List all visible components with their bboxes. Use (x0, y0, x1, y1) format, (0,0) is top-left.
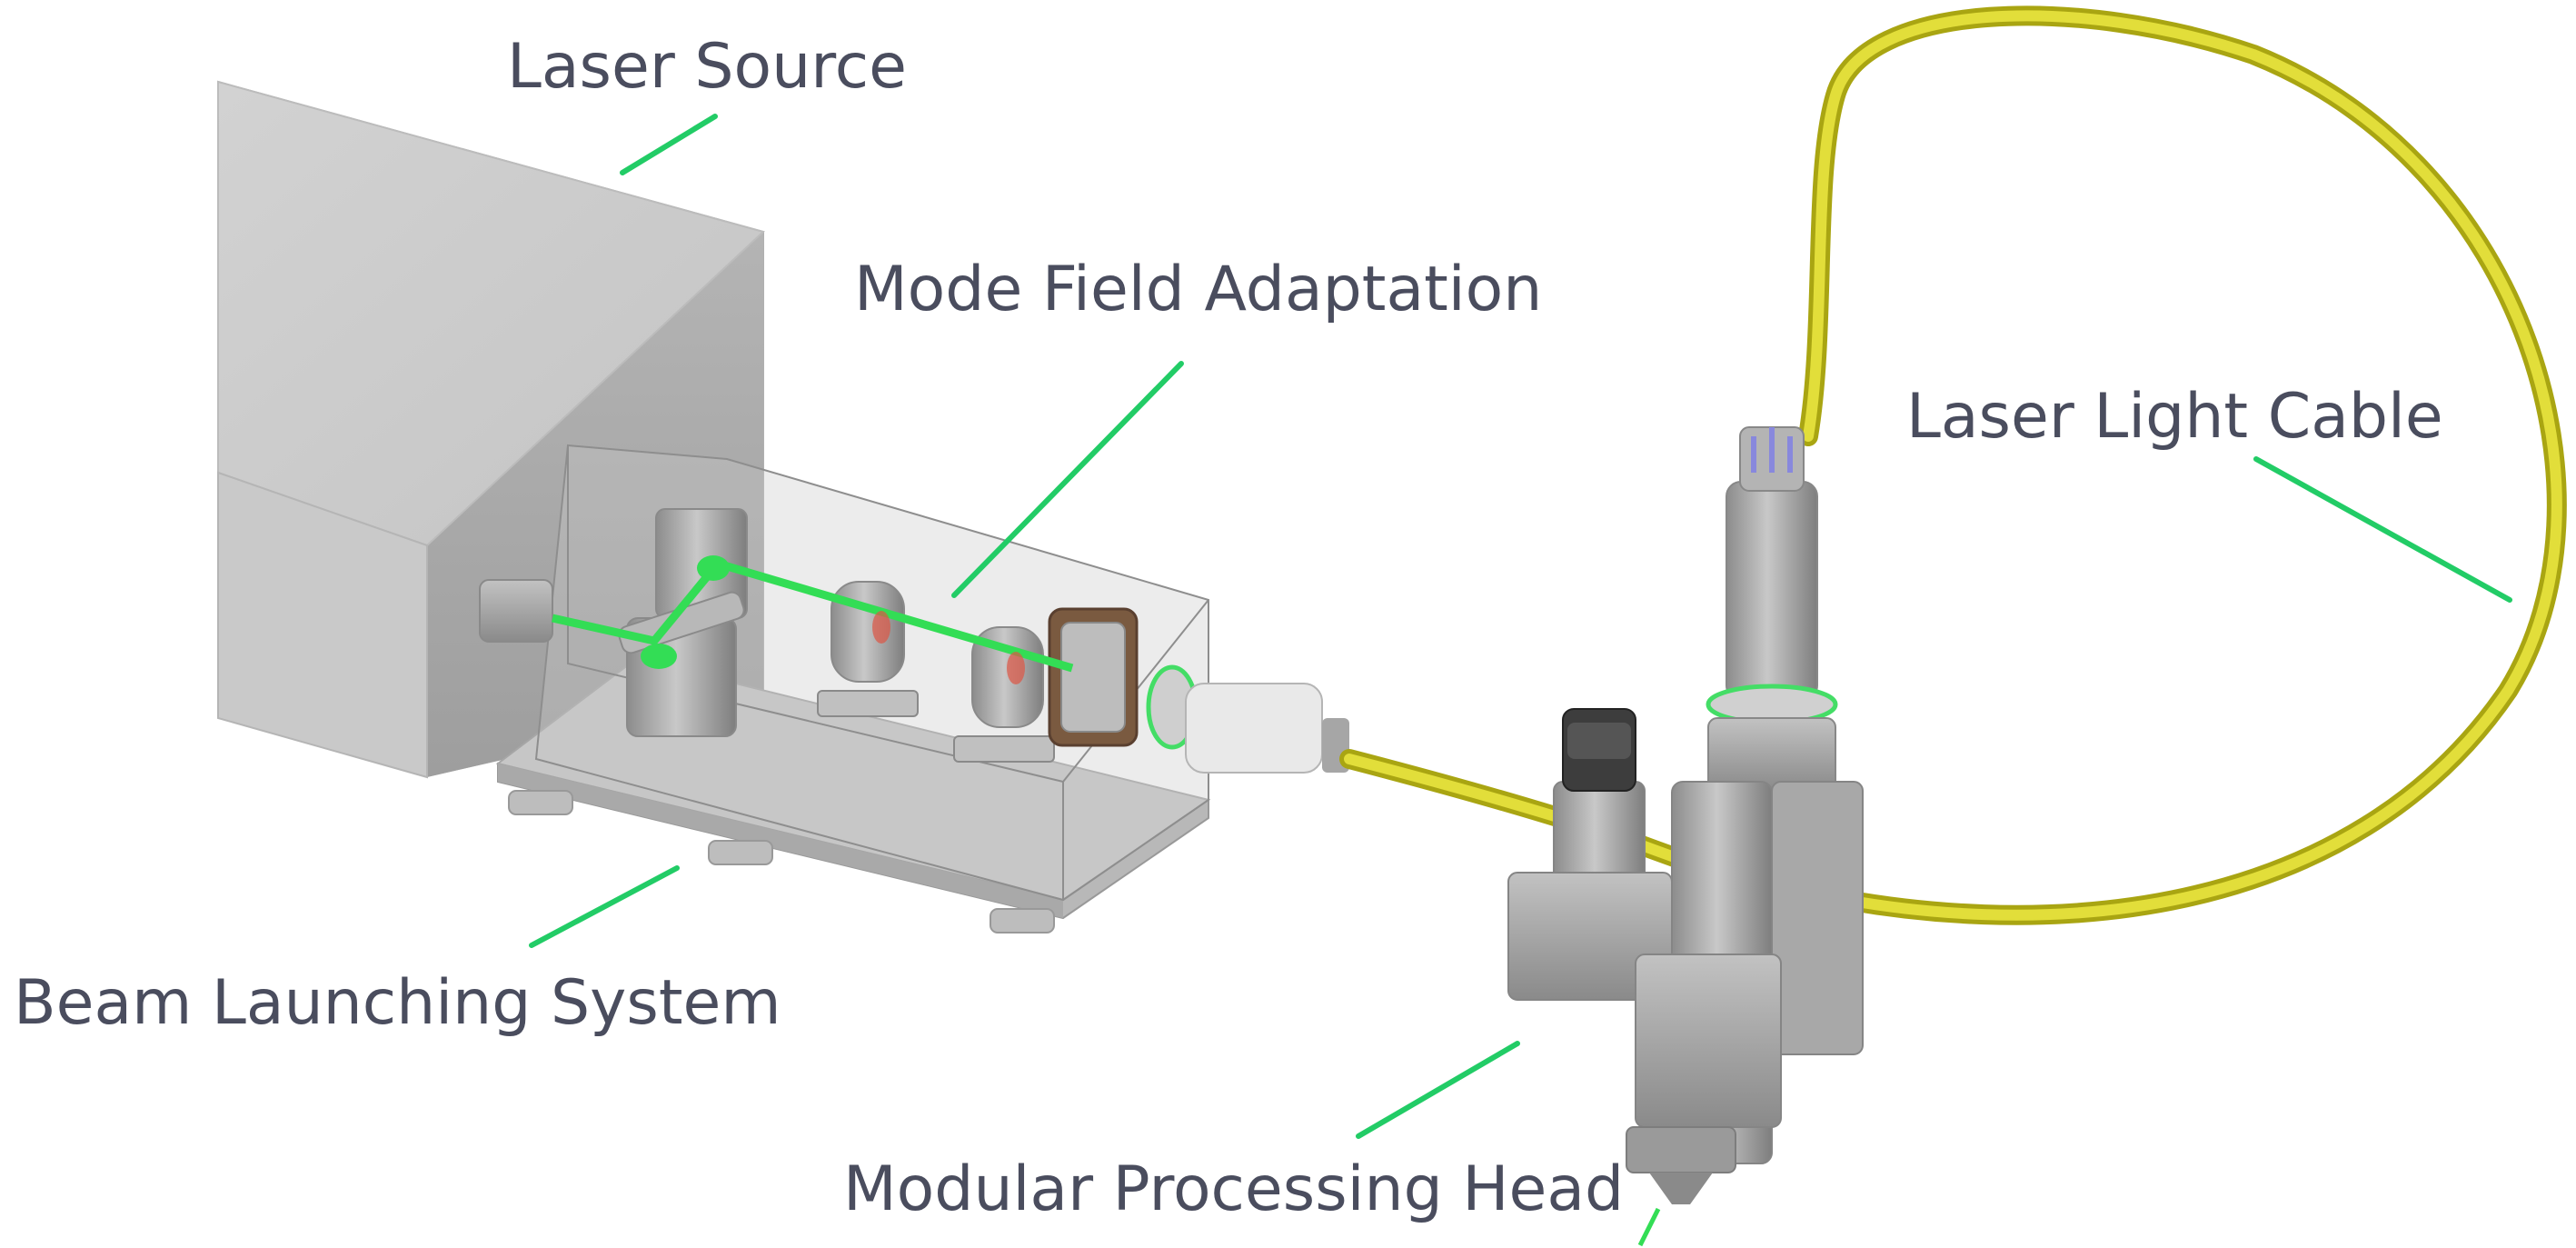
beam-launching-system (479, 444, 1349, 934)
leader-mode-field (951, 361, 1184, 598)
label-laser-light-cable: Laser Light Cable (1906, 381, 2443, 453)
leader-laser-source (620, 114, 718, 175)
leader-beam (529, 865, 680, 948)
label-mode-field-adaptation: Mode Field Adaptation (854, 254, 1543, 325)
laser-light-cable (1339, 5, 2567, 925)
label-laser-source: Laser Source (507, 31, 907, 103)
label-modular-processing-head: Modular Processing Head (843, 1153, 1625, 1225)
leader-head (1356, 1041, 1520, 1139)
leader-lines (529, 114, 2512, 1139)
modular-processing-head (1507, 426, 1864, 1247)
label-beam-launching-system: Beam Launching System (14, 967, 781, 1039)
leader-cable (2253, 456, 2512, 603)
